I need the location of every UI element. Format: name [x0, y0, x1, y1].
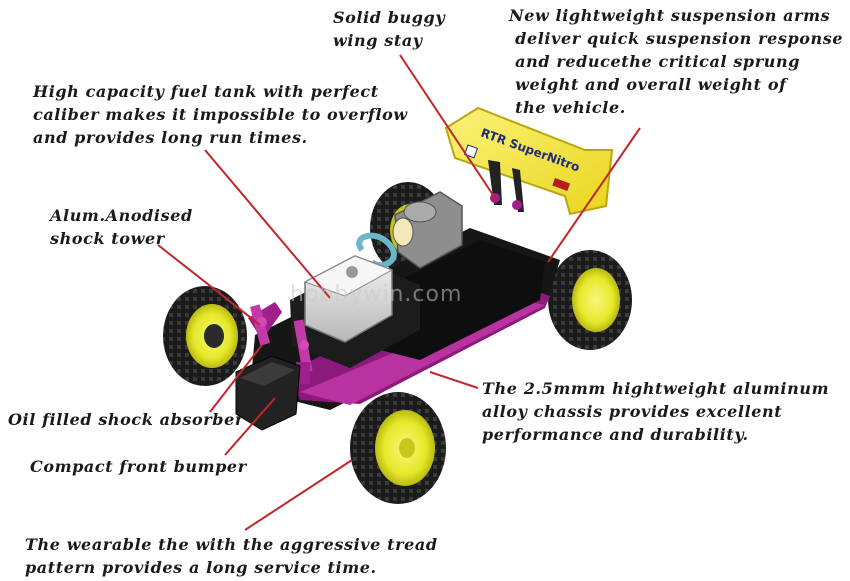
- wing-stay: [488, 160, 524, 212]
- front-left-wheel: [163, 286, 247, 386]
- callout-shock-absorber: Oil filled shock absorber: [8, 410, 244, 429]
- callout-tire: The wearable the with the aggressive tre…: [25, 535, 438, 577]
- callout-suspension-arms: New lightweight suspension arms deliver …: [509, 6, 844, 117]
- engine: [356, 191, 463, 269]
- front-right-wheel: [350, 392, 446, 504]
- leader-wing-stay: [399, 54, 496, 199]
- leader-lines: [157, 54, 641, 531]
- front-bumper: [235, 355, 301, 431]
- callout-front-bumper: Compact front bumper: [30, 457, 247, 476]
- callout-chassis: The 2.5mmm hightweight aluminum alloy ch…: [482, 379, 830, 444]
- leader-tire: [244, 459, 353, 531]
- leader-front-bumper: [224, 397, 276, 456]
- rear-right-wheel: [548, 250, 632, 350]
- watermark: hobbywin.com: [290, 282, 463, 307]
- callout-fuel-tank: High capacity fuel tank with perfect cal…: [33, 82, 408, 147]
- leader-suspension-arms: [547, 127, 641, 263]
- leader-shock-absorber: [209, 344, 263, 413]
- leader-fuel-tank: [204, 149, 331, 299]
- fuel-tank: [303, 255, 394, 343]
- leader-shock-tower: [157, 244, 261, 326]
- leader-chassis: [429, 371, 479, 389]
- callout-wing-stay: Solid buggy wing stay: [333, 8, 446, 50]
- callout-shock-tower: Alum.Anodised shock tower: [50, 206, 193, 248]
